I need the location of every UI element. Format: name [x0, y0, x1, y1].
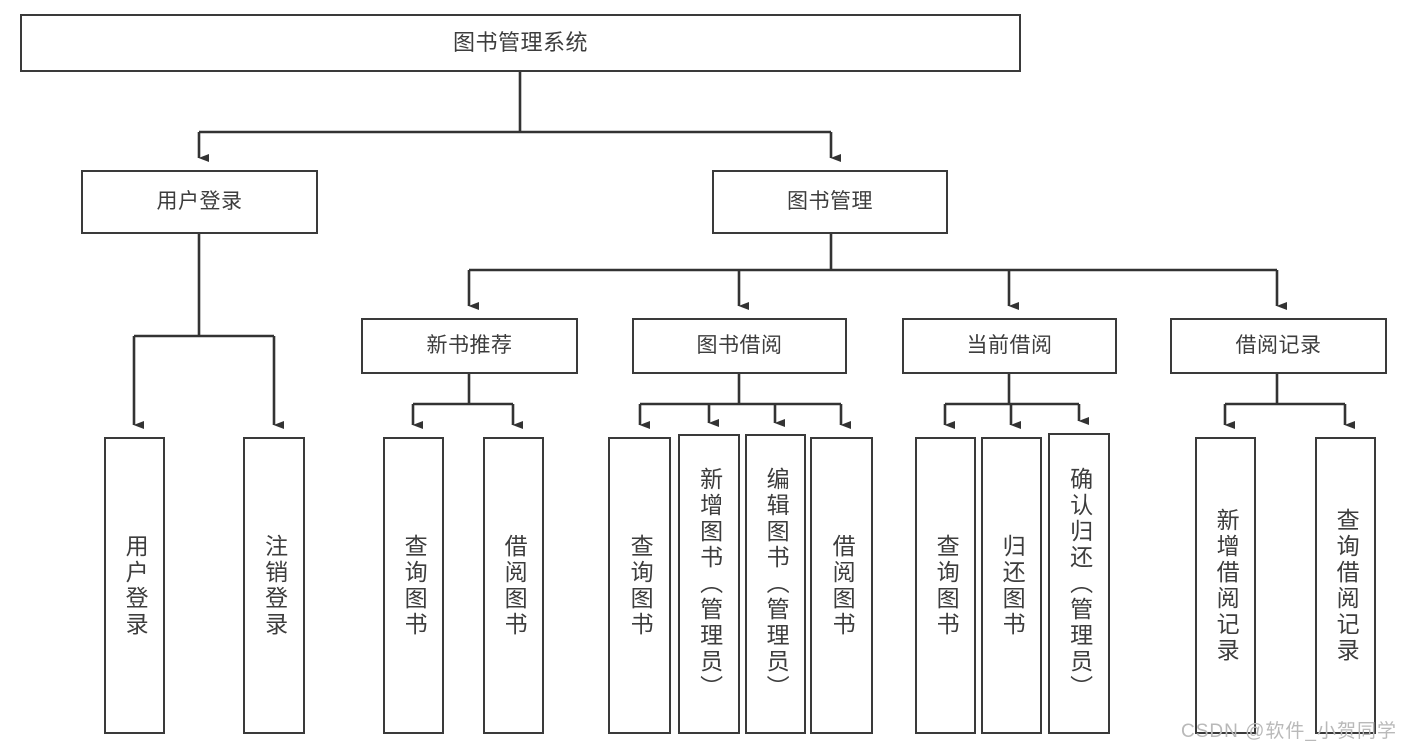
node-user-login[interactable]: 用户登录: [81, 170, 318, 234]
node-root-system[interactable]: 图书管理系统: [20, 14, 1021, 72]
node-label: 查询图书: [401, 533, 428, 638]
leaf-return-book[interactable]: 归还图书: [981, 437, 1042, 734]
node-label: 确认归还（管理员）: [1066, 466, 1093, 701]
leaf-add-book[interactable]: 新增图书（管理员）: [678, 434, 740, 734]
node-label: 归还图书: [999, 533, 1026, 638]
leaf-user-login[interactable]: 用户登录: [104, 437, 165, 734]
node-book-manage[interactable]: 图书管理: [712, 170, 948, 234]
node-label: 借阅记录: [1235, 333, 1322, 357]
node-label: 借阅图书: [829, 533, 856, 638]
node-label: 新书推荐: [426, 333, 513, 357]
leaf-query-borrow-record[interactable]: 查询借阅记录: [1315, 437, 1376, 734]
node-label: 查询借阅记录: [1333, 507, 1360, 664]
leaf-edit-book[interactable]: 编辑图书（管理员）: [745, 434, 806, 734]
node-label: 编辑图书（管理员）: [763, 467, 790, 701]
node-label: 借阅图书: [501, 533, 528, 638]
leaf-query-book-recommend[interactable]: 查询图书: [383, 437, 444, 734]
node-label: 当前借阅: [966, 333, 1053, 357]
leaf-query-book-current[interactable]: 查询图书: [915, 437, 976, 734]
leaf-logout-login[interactable]: 注销登录: [243, 437, 305, 734]
node-label: 用户登录: [156, 189, 243, 213]
watermark-text: CSDN @软件_小贺同学: [1181, 721, 1397, 742]
node-label: 新增借阅记录: [1213, 507, 1240, 664]
node-label: 注销登录: [261, 533, 288, 638]
leaf-add-borrow-record[interactable]: 新增借阅记录: [1195, 437, 1256, 734]
leaf-borrow-book-borrow[interactable]: 借阅图书: [810, 437, 873, 734]
node-borrow-record[interactable]: 借阅记录: [1170, 318, 1387, 374]
leaf-borrow-book-recommend[interactable]: 借阅图书: [483, 437, 544, 734]
leaf-confirm-return[interactable]: 确认归还（管理员）: [1048, 433, 1110, 734]
node-new-book-recommend[interactable]: 新书推荐: [361, 318, 578, 374]
leaf-query-book-borrow[interactable]: 查询图书: [608, 437, 671, 734]
node-label: 查询图书: [627, 533, 654, 638]
node-label: 查询图书: [933, 533, 960, 638]
node-current-borrow[interactable]: 当前借阅: [902, 318, 1117, 374]
node-book-borrow[interactable]: 图书借阅: [632, 318, 847, 374]
node-label: 新增图书（管理员）: [696, 467, 723, 701]
node-label: 图书管理系统: [452, 30, 588, 56]
node-label: 图书管理: [787, 189, 873, 213]
node-label: 用户登录: [122, 533, 149, 638]
node-label: 图书借阅: [696, 333, 783, 357]
